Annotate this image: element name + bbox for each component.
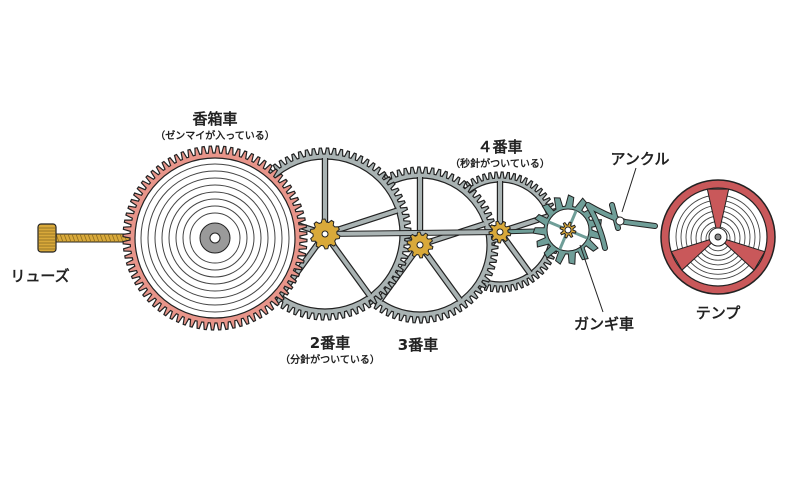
mainspring-coil: [175, 198, 255, 278]
second-wheel-label: 2番車: [309, 334, 351, 352]
balance-spoke: [706, 188, 730, 238]
crown-label: リューズ: [10, 267, 70, 285]
stem-thread: [119, 233, 124, 243]
stem-thread: [83, 233, 88, 243]
mainspring-coil: [140, 163, 290, 313]
mainspring-coil: [154, 177, 276, 299]
pallet-fork-body: [586, 203, 657, 250]
barrel-label: 香箱車: [192, 110, 238, 128]
pallet-fork-pivot: [615, 216, 625, 226]
stem-thread: [67, 233, 72, 243]
stem-thread: [103, 233, 108, 243]
balance-spoke: [670, 236, 719, 271]
mainspring-coil: [182, 205, 248, 271]
balance-spoke: [717, 236, 766, 271]
escape-wheel-label: ガンギ車: [573, 315, 635, 333]
barrel-sublabel: （ゼンマイが入っている）: [155, 131, 275, 142]
stem-thread: [91, 233, 96, 243]
stem-thread: [115, 233, 120, 243]
barrel-arbor-hole: [209, 232, 221, 244]
third-wheel-label: 3番車: [397, 336, 439, 354]
stem-thread: [99, 233, 104, 243]
balance-label: テンプ: [695, 304, 741, 322]
stem-thread: [59, 233, 64, 243]
pallet-fork-leader: [621, 167, 637, 213]
second-wheel-pinion-arbor: [321, 230, 329, 238]
stem-thread: [75, 233, 80, 243]
third-wheel-pinion-arbor: [416, 241, 424, 249]
escape-wheel-leader: [579, 244, 604, 313]
stem-thread: [71, 233, 76, 243]
stem-thread: [95, 233, 100, 243]
fourth-wheel-pinion-arbor: [496, 228, 504, 236]
stem-thread: [107, 233, 112, 243]
mainspring-coil: [168, 191, 262, 285]
stem-thread: [87, 233, 92, 243]
arbor-bar: [324, 230, 501, 236]
fourth-wheel-label: ４番車: [477, 138, 523, 156]
mainspring-coil: [161, 184, 269, 292]
stem-thread: [63, 233, 68, 243]
pallet-fork-label: アンクル: [610, 150, 670, 168]
stem-thread: [111, 233, 116, 243]
mainspring-coil: [189, 212, 241, 264]
fourth-wheel-sublabel: （秒針がついている）: [450, 159, 550, 170]
mainspring-coil: [147, 170, 283, 306]
balance-staff: [714, 233, 722, 241]
second-wheel-sublabel: （分針がついている）: [280, 355, 380, 366]
escape-wheel-pinion-arbor: [564, 226, 572, 234]
stem-thread: [79, 233, 84, 243]
pallet-fork: [585, 202, 658, 251]
